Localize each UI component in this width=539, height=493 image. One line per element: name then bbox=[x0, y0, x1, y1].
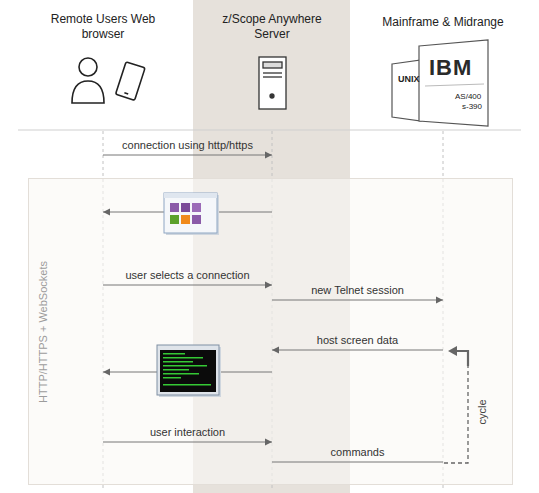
separator-line bbox=[18, 130, 521, 131]
terminal-screen bbox=[160, 350, 216, 392]
tablet-button bbox=[124, 93, 128, 94]
message-arrow bbox=[272, 462, 443, 463]
screenshot-tile bbox=[170, 215, 179, 224]
server-case bbox=[259, 57, 286, 109]
user-icon bbox=[72, 58, 104, 103]
system-label: UNIX bbox=[398, 74, 420, 84]
column-header: z/Scope Anywhere Server bbox=[212, 12, 332, 42]
arrowhead bbox=[103, 369, 110, 376]
server-bay bbox=[263, 62, 282, 68]
arrowhead bbox=[265, 282, 272, 289]
tablet-body bbox=[116, 62, 146, 101]
screenshot-tile bbox=[181, 215, 190, 224]
message-arrow bbox=[103, 152, 272, 159]
terminal-line bbox=[163, 373, 199, 375]
protocol-label: HTTP/HTTPS + WebSockets bbox=[37, 261, 49, 403]
terminal-line bbox=[163, 369, 189, 371]
portal-screenshot bbox=[164, 193, 219, 235]
screenshot-tile bbox=[192, 203, 201, 212]
unix-cabinet bbox=[392, 60, 421, 121]
message-label: user selects a connection bbox=[125, 269, 249, 281]
protocol-panel: HTTP/HTTPS + WebSockets bbox=[28, 178, 513, 485]
server-slot bbox=[263, 72, 282, 73]
terminal-line bbox=[163, 353, 185, 355]
cycle-arrowhead bbox=[448, 346, 457, 356]
message-line bbox=[272, 350, 443, 351]
server-icon bbox=[259, 57, 286, 109]
cabinet-line bbox=[425, 84, 484, 86]
tablet-icon bbox=[116, 62, 146, 101]
user-head bbox=[79, 58, 97, 76]
terminal-line bbox=[163, 361, 193, 363]
cycle-label: cycle bbox=[476, 399, 488, 424]
terminal-line bbox=[163, 357, 203, 359]
message-label: new Telnet session bbox=[311, 284, 404, 296]
terminal-text-lines bbox=[163, 353, 211, 386]
server-slot bbox=[263, 76, 282, 77]
message-label: commands bbox=[331, 446, 385, 458]
arrowhead bbox=[103, 209, 110, 216]
terminal-screenshot bbox=[157, 345, 221, 397]
screenshot-tile bbox=[192, 215, 201, 224]
arrowhead bbox=[272, 347, 279, 354]
screenshot-titlebar bbox=[164, 193, 217, 198]
cycle-return-line bbox=[456, 351, 468, 366]
screenshot-tile bbox=[170, 203, 179, 212]
message-arrow bbox=[272, 347, 443, 354]
system-label: AS/400 bbox=[455, 92, 481, 101]
screenshot-shadow bbox=[159, 347, 221, 397]
terminal-line bbox=[163, 384, 211, 386]
message-label: user interaction bbox=[150, 426, 225, 438]
column-title: Mainframe & Midrange bbox=[368, 15, 518, 30]
message-line bbox=[272, 300, 443, 301]
column-title: Remote Users Web browser bbox=[48, 12, 158, 42]
message-line bbox=[103, 442, 272, 443]
system-label: s-390 bbox=[462, 102, 482, 111]
column-title: z/Scope Anywhere Server bbox=[212, 12, 332, 42]
message-label: host screen data bbox=[317, 334, 398, 346]
arrowhead bbox=[265, 152, 272, 159]
ibm-cabinet bbox=[419, 40, 488, 126]
mainframe-icon bbox=[392, 40, 488, 126]
message-arrow bbox=[272, 297, 443, 304]
terminal-window bbox=[157, 345, 219, 395]
user-body bbox=[72, 81, 104, 103]
message-line bbox=[103, 285, 272, 286]
terminal-line bbox=[163, 377, 181, 379]
message-arrow bbox=[103, 282, 272, 289]
terminal-line bbox=[163, 365, 207, 367]
server-led bbox=[270, 94, 274, 98]
message-label: connection using http/https bbox=[122, 139, 253, 151]
message-line bbox=[272, 462, 443, 463]
system-label: IBM bbox=[429, 55, 472, 81]
arrowhead bbox=[436, 297, 443, 304]
message-line bbox=[103, 155, 272, 156]
column-header: Remote Users Web browser bbox=[48, 12, 158, 42]
screenshot-tile bbox=[181, 203, 190, 212]
column-header: Mainframe & Midrange bbox=[368, 15, 518, 30]
arrowhead bbox=[265, 439, 272, 446]
message-arrow bbox=[103, 439, 272, 446]
cycle-dashed-line bbox=[444, 366, 468, 463]
screenshot-window bbox=[164, 193, 217, 233]
cycle-loop bbox=[444, 346, 468, 463]
